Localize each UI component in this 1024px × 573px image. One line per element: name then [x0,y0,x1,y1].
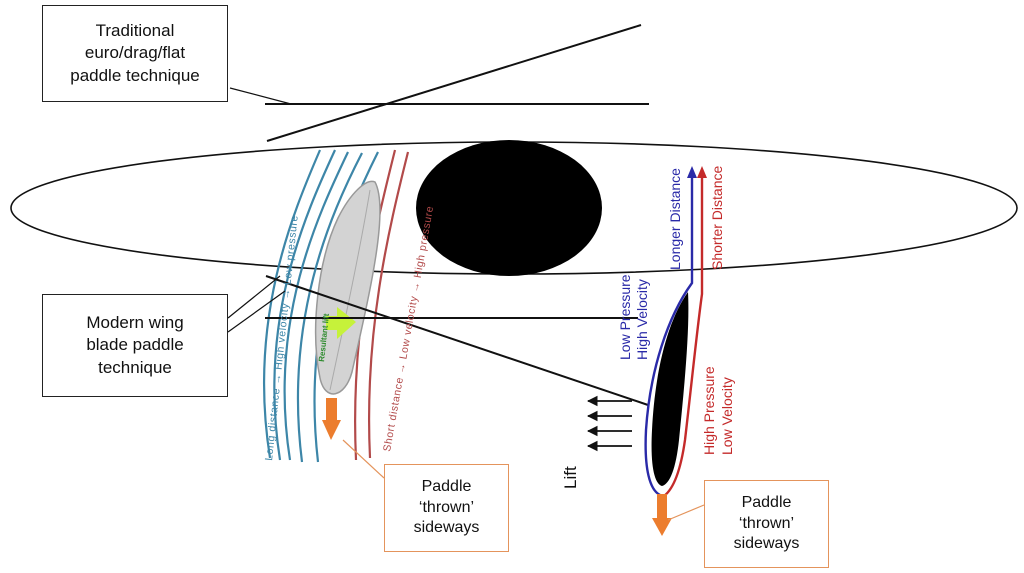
low-velocity-label: Low Velocity [719,377,735,455]
left-thrown-callout-pointer [342,439,385,479]
lift-label: Lift [561,466,580,489]
high-pressure-label: High Pressure [701,366,717,455]
wing-blade [314,180,381,395]
shorter-distance-arrowhead [697,166,707,178]
right-thrown-arrow [652,518,672,536]
longer-distance-arrowhead [687,166,697,178]
low-pressure-label: Low Pressure [617,274,633,360]
longer-distance-label: Longer Distance [667,168,683,270]
shorter-distance-label: Shorter Distance [709,166,725,270]
right-blade-shaft [657,494,667,518]
right-thrown-callout-pointer [667,504,705,521]
traditional-callout: Traditional euro/drag/flat paddle techni… [42,5,228,102]
blue-flow-lines [263,149,379,463]
high-velocity-label: High Velocity [634,279,650,360]
wing-paddle-diagonal [265,275,649,406]
resultant-lift-arrow [326,307,356,339]
foil-high-pressure-outline [663,175,704,497]
cockpit [416,140,602,276]
left-thrown-callout-text: Paddle ‘thrown’ sideways [413,477,480,537]
modern-callout-pointer-2 [227,290,286,333]
left-blade-shaft [326,398,337,420]
modern-callout-pointer-1 [227,275,281,319]
red-side-label: Short distance → Low velocity → High pre… [381,205,436,453]
left-thrown-arrow [322,420,341,440]
lift-arrows [586,395,632,452]
wing-blade-rib [329,189,371,391]
modern-callout-text: Modern wing blade paddle technique [86,313,184,377]
foil-low-pressure-outline [644,175,694,497]
right-thrown-callout-text: Paddle ‘thrown’ sideways [733,493,800,553]
flat-paddle-stroke-line [266,24,642,142]
foil-section [651,292,689,486]
traditional-callout-pointer [229,87,292,105]
traditional-callout-text: Traditional euro/drag/flat paddle techni… [70,21,200,85]
right-thrown-callout: Paddle ‘thrown’ sideways [704,480,829,568]
left-thrown-callout: Paddle ‘thrown’ sideways [384,464,509,552]
modern-callout: Modern wing blade paddle technique [42,294,228,397]
